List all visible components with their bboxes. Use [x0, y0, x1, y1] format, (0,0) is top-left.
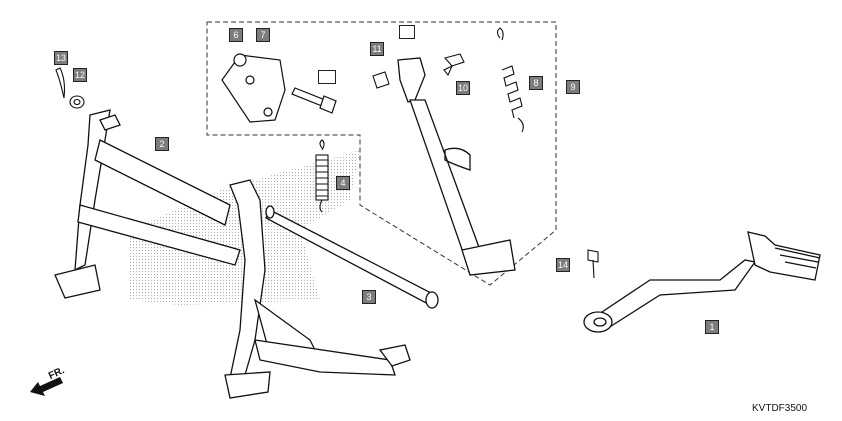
callout-blank-bolt [318, 70, 336, 84]
stand-spring [315, 139, 329, 213]
kit-boundary [206, 21, 557, 286]
front-arrow-icon [30, 377, 63, 396]
callout-9: 9 [566, 80, 580, 94]
side-spring [496, 27, 524, 133]
main-stand [54, 109, 411, 399]
callout-1: 1 [705, 320, 719, 334]
stand-shaft [265, 205, 439, 309]
callout-2: 2 [155, 137, 169, 151]
callout-13: 13 [54, 51, 69, 65]
callout-14: 14 [556, 258, 571, 272]
callout-8: 8 [529, 76, 543, 90]
callout-6: 6 [229, 28, 243, 42]
callout-7: 7 [256, 28, 270, 42]
callout-12: 12 [73, 68, 88, 82]
callout-3: 3 [362, 290, 376, 304]
callout-4: 4 [336, 176, 350, 190]
kick-starter-arm [583, 231, 821, 333]
bracket [221, 53, 286, 123]
callout-11: 11 [370, 42, 384, 56]
callout-blank-side-stand [399, 25, 415, 39]
side-stand [397, 57, 516, 276]
small-parts [55, 53, 599, 279]
bolt-long [291, 87, 337, 114]
callout-10: 10 [456, 81, 471, 95]
diagram-code: KVTDF3500 [752, 403, 808, 414]
